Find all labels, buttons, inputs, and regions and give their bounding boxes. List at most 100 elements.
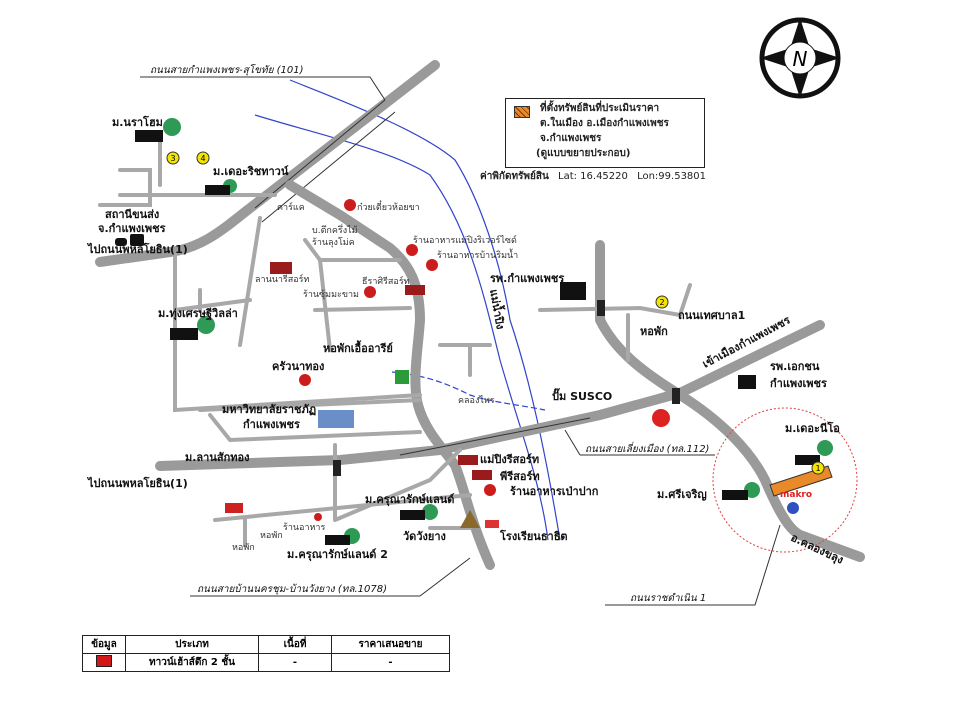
row-swatch bbox=[82, 653, 126, 672]
svg-text:4: 4 bbox=[200, 154, 205, 163]
overpass-line bbox=[399, 417, 591, 456]
col-header: เนื้อที่ bbox=[258, 635, 332, 654]
leader-101 bbox=[140, 76, 386, 101]
marker-2[interactable]: 2 bbox=[655, 295, 669, 309]
label-place: กำแพงเพชร bbox=[243, 418, 300, 431]
label-road-112: ถนนสายเลี่ยงเมือง (ทล.112) bbox=[585, 441, 709, 455]
river-line bbox=[254, 114, 549, 541]
overpass-line bbox=[261, 111, 396, 223]
label-place: ลานนารีสอร์ท bbox=[255, 273, 309, 285]
label-to-phahon: ไปถนนพหลโยธิน(1) bbox=[86, 476, 188, 490]
label-road-1078: ถนนสายบ้านนครชุม-บ้านวังยาง (ทล.1078) bbox=[197, 583, 387, 595]
label-road-101: ถนนสายกำแพงเพชร-สุโขทัย (101) bbox=[150, 64, 304, 76]
table-header-row: ข้อมูล ประเภท เนื้อที่ ราคาเสนอขาย bbox=[82, 635, 450, 654]
label-place: ม.ครุณารักษ์แลนด์ 2 bbox=[287, 548, 388, 562]
label-place: กำแพงเพชร bbox=[770, 377, 827, 390]
flag-icon bbox=[485, 520, 499, 528]
label-place: ก๋วยเตี๋ยวห้อยขา bbox=[357, 200, 420, 213]
label-place: สถานีขนส่ง bbox=[105, 208, 159, 221]
bus-icon bbox=[115, 234, 144, 246]
coordinates: ค่าพิกัดทรัพย์สิน Lat: 16.45220 Lon:99.5… bbox=[480, 169, 706, 184]
label-place: หอพัก bbox=[260, 531, 283, 541]
label-to-phahon: ไปถนนพหลโยธิน(1) bbox=[86, 242, 188, 256]
building-icons bbox=[135, 130, 820, 545]
ptt-station-icon bbox=[787, 502, 799, 514]
label-place: ร้านอาหารแม่ปิงริเวอร์ไซด์ bbox=[413, 234, 517, 246]
label-place: ร้านอาหารเป่าปาก bbox=[510, 485, 599, 498]
map-legend: ที่ตั้งทรัพย์สินที่ประเมินราคา ต.ในเมือง… bbox=[505, 98, 705, 168]
label-place: ม.ลานสักทอง bbox=[185, 451, 249, 464]
road-101 bbox=[95, 60, 440, 267]
house-icon bbox=[225, 503, 243, 513]
label-place: หอพักเอื้ออารีย์ bbox=[323, 340, 393, 355]
university-icon bbox=[318, 410, 354, 428]
label-place: วัดวังยาง bbox=[403, 530, 446, 543]
svg-text:2: 2 bbox=[659, 298, 664, 307]
latitude: Lat: 16.45220 bbox=[558, 171, 628, 182]
leader-ratchadamnoen bbox=[605, 524, 781, 606]
label-place: บ.ตึกครึ่งไม้ bbox=[312, 223, 358, 236]
coordinates-label: ค่าพิกัดทรัพย์สิน bbox=[480, 171, 549, 182]
label-canal: คลองไพร bbox=[458, 395, 495, 406]
label-place: โรงเรียนธาธิต bbox=[499, 529, 568, 543]
road-main-city bbox=[285, 180, 495, 570]
traffic-light-icons bbox=[333, 300, 680, 476]
makro-logo: makro bbox=[780, 490, 812, 500]
label-place: ม.เดอะนีโอ bbox=[785, 421, 840, 435]
svg-text:1: 1 bbox=[815, 464, 820, 473]
leader-1078 bbox=[190, 557, 471, 597]
longitude: Lon:99.53801 bbox=[637, 171, 707, 182]
label-place: ครัวนาทอง bbox=[272, 360, 324, 373]
label-place: ม.ศรีเจริญ bbox=[657, 488, 707, 501]
overpass-line bbox=[254, 99, 386, 209]
label-place: หอพัก bbox=[640, 325, 668, 338]
table-row: ทาวน์เฮ้าส์ตึก 2 ชั้น - - bbox=[82, 653, 450, 672]
property-radius bbox=[712, 407, 858, 553]
marker-1[interactable]: 1 bbox=[811, 461, 825, 475]
legend-line: (ดูแบบขยายประกอบ) bbox=[536, 148, 631, 159]
col-header: ข้อมูล bbox=[82, 635, 126, 654]
col-header: ราคาเสนอขาย bbox=[331, 635, 450, 654]
label-place: รพ.เอกชน bbox=[770, 360, 820, 373]
leader-112 bbox=[564, 429, 715, 456]
label-place: ม.ทุ่งเศรษฐีวิลล่า bbox=[158, 307, 238, 321]
legend-line: จ.กำแพงเพชร bbox=[540, 133, 602, 144]
road-ratchadamnoen bbox=[595, 240, 865, 562]
legend-line: ต.ในเมือง อ.เมืองกำแพงเพชร bbox=[540, 118, 669, 129]
label-place: ร้านอาหาร bbox=[283, 522, 325, 533]
row-area: - bbox=[258, 653, 332, 672]
col-header: ประเภท bbox=[125, 635, 259, 654]
label-place: ร้านลุงโม่ค bbox=[312, 237, 355, 248]
property-swatch bbox=[514, 106, 530, 118]
label-susco: ปั๊ม SUSCO bbox=[552, 388, 612, 403]
minor-roads bbox=[98, 138, 692, 547]
row-type: ทาวน์เฮ้าส์ตึก 2 ชั้น bbox=[125, 653, 259, 672]
label-place: ม.นราโฮม bbox=[112, 115, 163, 129]
label-road-tesaban: ถนนเทศบาล1 bbox=[678, 309, 745, 322]
legend-line: ที่ตั้งทรัพย์สินที่ประเมินราคา bbox=[540, 103, 660, 114]
label-place: ธีราศิรีสอร์ท bbox=[362, 275, 410, 287]
label-place: คาร์แค bbox=[277, 201, 305, 213]
marker-4[interactable]: 4 bbox=[196, 151, 210, 165]
label-road-ratchadamnoen: ถนนราชดำเนิน 1 bbox=[630, 592, 706, 604]
label-place: หอพัก bbox=[232, 543, 255, 553]
label-place: แม่ปิงรีสอร์ท bbox=[480, 453, 539, 466]
label-place: พีรีสอร์ท bbox=[500, 470, 540, 483]
restaurant-icons bbox=[299, 199, 496, 521]
svg-text:N: N bbox=[793, 47, 808, 71]
label-place: ร้านอาหารบ้านริมน้ำ bbox=[437, 248, 518, 261]
page-bottom-blank bbox=[0, 672, 960, 720]
resort-icons bbox=[270, 262, 492, 480]
label-place: มหาวิทยาลัยราชภัฏ bbox=[222, 403, 316, 416]
compass-north-icon: N bbox=[759, 17, 841, 99]
label-place: ม.ครุณารักษ์แลนด์ bbox=[365, 493, 454, 507]
road-112 bbox=[155, 320, 825, 471]
svg-text:3: 3 bbox=[170, 154, 175, 163]
marker-3[interactable]: 3 bbox=[166, 151, 180, 165]
label-place: จ.กำแพงเพชร bbox=[98, 222, 166, 235]
row-price: - bbox=[331, 653, 450, 672]
label-place: รพ.กำแพงเพชร bbox=[490, 272, 564, 285]
seven-eleven-icon bbox=[395, 370, 409, 384]
susco-station-icon bbox=[652, 409, 670, 427]
